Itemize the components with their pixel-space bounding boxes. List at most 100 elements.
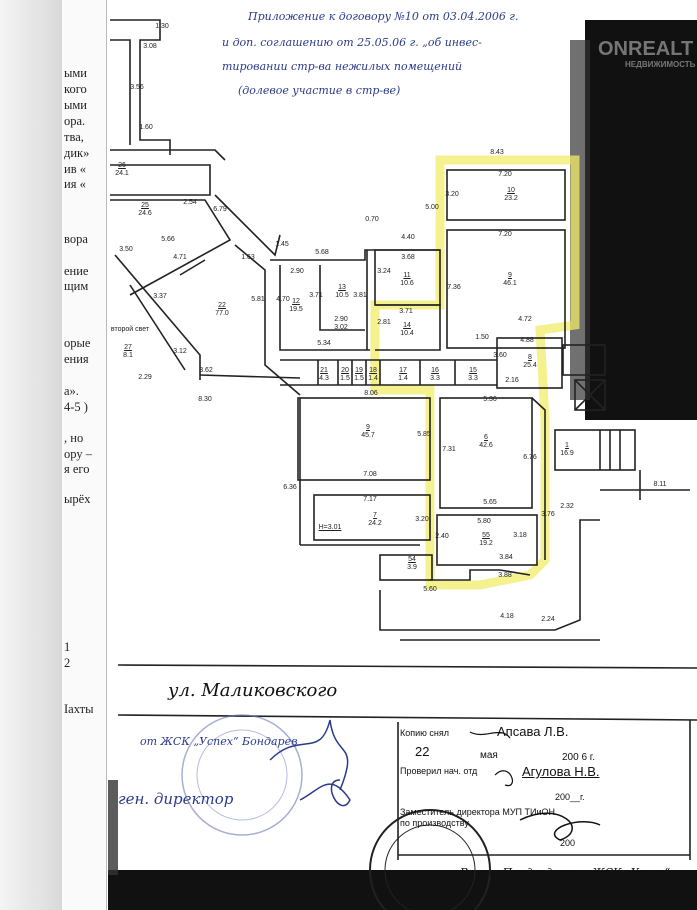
dimension-label: 7.08	[363, 471, 377, 478]
signature-note: ген. директор	[118, 790, 234, 808]
dimension-label: 5.34	[317, 340, 331, 347]
annotation-line: Приложение к договору №10 от 03.04.2006 …	[248, 10, 519, 23]
left-text: щим	[64, 279, 89, 293]
left-text: ения	[64, 352, 89, 366]
dimension-label: 2.90	[290, 268, 304, 275]
dimension-label: 5.68	[315, 249, 329, 256]
left-text: вора	[64, 232, 88, 246]
dimension-label: 3.37	[153, 293, 167, 300]
dimension-label: 3.62	[199, 367, 213, 374]
dimension-label: 1.50	[475, 334, 489, 341]
dimension-label: 3.08	[143, 43, 157, 50]
left-text: тва,	[64, 130, 84, 144]
left-text: 4-5 )	[64, 400, 88, 414]
dimension-label: 4.71	[173, 254, 187, 261]
dimension-label: 3.24	[377, 268, 391, 275]
dimension-label: 4.40	[401, 234, 415, 241]
dimension-label: 3.88	[498, 572, 512, 579]
left-text: орые	[64, 336, 91, 350]
dimension-label: 5.65	[483, 499, 497, 506]
dimension-label: 7.31	[442, 446, 456, 453]
left-text: 2	[64, 656, 71, 670]
dimension-label: 4.88	[520, 337, 534, 344]
dimension-label: 3.60	[493, 352, 507, 359]
street-name: ул. Маликовского	[168, 680, 338, 701]
date-year: 200 6 г.	[562, 752, 596, 763]
left-text: я его	[64, 462, 90, 476]
deputy-label: Заместитель директора МУП ТИиОН	[400, 807, 555, 817]
dimension-label: 7.20	[498, 231, 512, 238]
dimension-label: 8.11	[653, 481, 667, 488]
dimension-label: 5.60	[423, 586, 437, 593]
dimension-label: 5.00	[425, 204, 439, 211]
dimension-label: 2.40	[435, 533, 449, 540]
dimension-label: 7.17	[363, 496, 377, 503]
dimension-label: 3.12	[173, 348, 187, 355]
dimension-label: 4.18	[500, 613, 514, 620]
left-text: ырёх	[64, 492, 91, 506]
dimension-label: 3.20	[445, 191, 459, 198]
dimension-label: 3.76	[541, 511, 555, 518]
dimension-label: 3.02	[334, 324, 348, 331]
annotation-line: (долевое участие в стр-ве)	[238, 84, 401, 97]
copy-by-label: Копию снял	[400, 728, 449, 738]
binder-shadow	[0, 0, 62, 910]
left-text: , но	[64, 431, 84, 445]
dimension-label: 8.43	[490, 149, 504, 156]
dimension-label: 3.71	[309, 292, 323, 299]
dimension-label: 5.80	[477, 518, 491, 525]
dimension-label: 2.29	[138, 374, 152, 381]
date-day: 22	[415, 744, 430, 759]
dimension-label: 1.63	[241, 254, 255, 261]
signature-note: от ЖСК „Успех“ Бондарев	[140, 735, 298, 748]
left-text: ия «	[64, 177, 86, 191]
dimension-label: 3.71	[399, 308, 413, 315]
dimension-label: 4.70	[276, 296, 290, 303]
dimension-label: 2.90	[334, 316, 348, 323]
left-text: ыми	[64, 98, 87, 112]
left-text: ение	[64, 264, 89, 278]
dimension-label: 6.76	[523, 454, 537, 461]
second-light-label: второй свет	[110, 326, 150, 333]
dimension-label: 1.45	[275, 241, 289, 248]
left-text: дик»	[64, 146, 90, 160]
date-year-3: 200	[560, 838, 576, 848]
left-text: ора.	[64, 114, 86, 128]
dimension-label: 2.54	[183, 199, 197, 206]
dimension-label: 1.30	[155, 23, 169, 30]
dimension-label: 3.81	[353, 292, 367, 299]
copy-by-name: Апсава Л.В.	[497, 724, 569, 739]
left-text: ору –	[64, 447, 92, 461]
dimension-label: 2.16	[505, 377, 519, 384]
dimension-label: 5.36	[483, 396, 497, 403]
left-text: а».	[64, 384, 79, 398]
dimension-label: 5.85	[417, 431, 431, 438]
dimension-label: 5.81	[251, 296, 265, 303]
dimension-label: 3.18	[513, 532, 527, 539]
checked-label: Проверил нач. отд	[400, 766, 478, 776]
annotation-line: тировании стр-ва нежилых помещений	[222, 60, 463, 73]
dimension-label: 5.66	[161, 236, 175, 243]
left-page-edge	[62, 0, 106, 910]
dimension-label: 2.32	[560, 503, 574, 510]
dimension-label: 3.20	[415, 516, 429, 523]
dimension-label: 8.30	[198, 396, 212, 403]
